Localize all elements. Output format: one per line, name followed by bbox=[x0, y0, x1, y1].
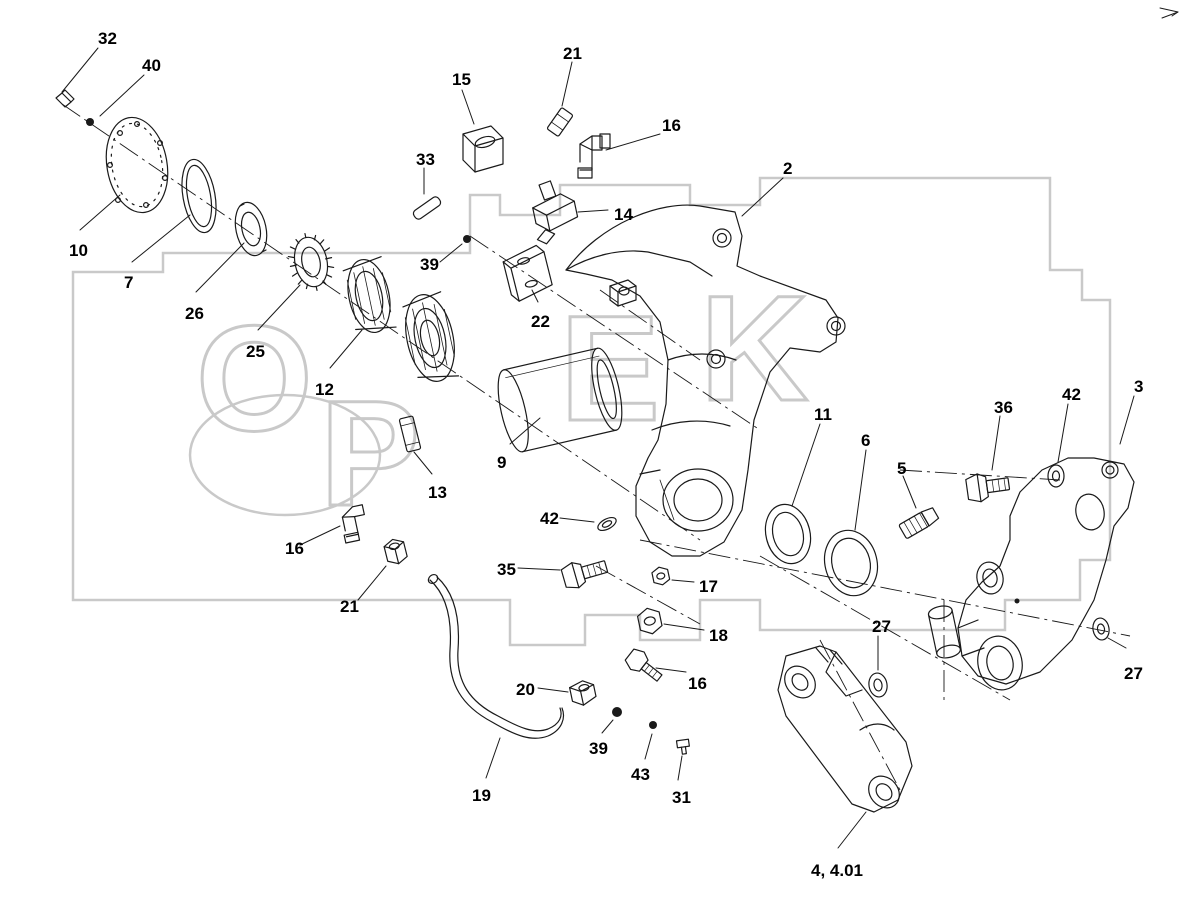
callout-18: 18 bbox=[709, 626, 728, 645]
callout-40: 40 bbox=[142, 56, 161, 75]
callout-39-top: 39 bbox=[420, 255, 439, 274]
callout-2: 2 bbox=[783, 159, 793, 178]
callout-16-bottom: 16 bbox=[688, 674, 707, 693]
callout-4: 4, 4.01 bbox=[811, 861, 863, 880]
callout-9: 9 bbox=[497, 453, 507, 472]
callout-21-top: 21 bbox=[563, 44, 582, 63]
callout-14: 14 bbox=[614, 205, 633, 224]
callout-31: 31 bbox=[672, 788, 691, 807]
callout-17: 17 bbox=[699, 577, 718, 596]
callout-33: 33 bbox=[416, 150, 435, 169]
callout-43: 43 bbox=[631, 765, 650, 784]
callout-19: 19 bbox=[472, 786, 491, 805]
callout-16-top: 16 bbox=[662, 116, 681, 135]
svg-text:P: P bbox=[320, 369, 424, 537]
callout-42-right: 42 bbox=[1062, 385, 1081, 404]
callout-11: 11 bbox=[814, 405, 832, 424]
callout-16-left: 16 bbox=[285, 539, 304, 558]
svg-text:E: E bbox=[560, 284, 664, 452]
callout-12: 12 bbox=[315, 380, 334, 399]
callout-6: 6 bbox=[861, 431, 871, 450]
callout-27-right: 27 bbox=[1124, 664, 1143, 683]
callout-5: 5 bbox=[897, 459, 907, 478]
callout-26: 26 bbox=[185, 304, 204, 323]
callout-27-center: 27 bbox=[872, 617, 891, 636]
callout-39-bottom: 39 bbox=[589, 739, 608, 758]
callout-36: 36 bbox=[994, 398, 1013, 417]
callout-21-left: 21 bbox=[340, 597, 359, 616]
callout-42-center: 42 bbox=[540, 509, 559, 528]
callout-25: 25 bbox=[246, 342, 265, 361]
callout-15: 15 bbox=[452, 70, 471, 89]
callout-35: 35 bbox=[497, 560, 516, 579]
callout-20: 20 bbox=[516, 680, 535, 699]
callout-3: 3 bbox=[1134, 377, 1144, 396]
callout-13: 13 bbox=[428, 483, 447, 502]
callout-32: 32 bbox=[98, 29, 117, 48]
callout-22: 22 bbox=[531, 312, 550, 331]
svg-text:O: O bbox=[196, 294, 317, 462]
callout-10: 10 bbox=[69, 241, 88, 260]
callout-7: 7 bbox=[124, 273, 134, 292]
